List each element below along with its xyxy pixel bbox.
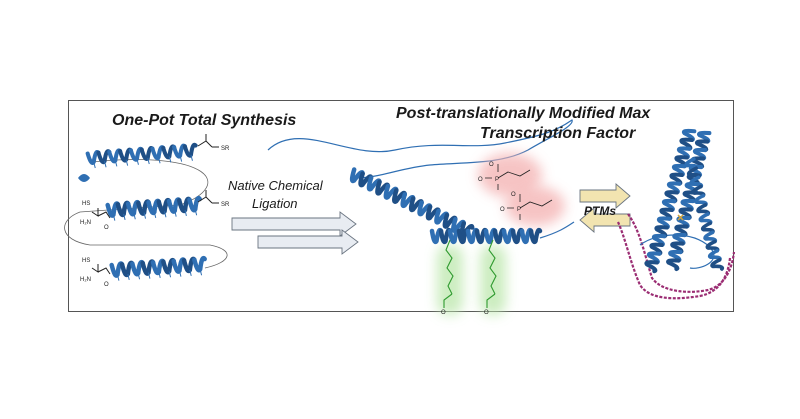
side-chain bbox=[133, 213, 136, 220]
side-chain bbox=[158, 157, 161, 164]
helix-turn bbox=[666, 258, 681, 272]
helix-turn bbox=[182, 142, 198, 158]
phos-o-1a: O bbox=[489, 162, 494, 168]
thioester-group: SR SR bbox=[197, 134, 230, 208]
dna-strand-2 bbox=[627, 213, 736, 293]
side-chain bbox=[114, 160, 118, 167]
coiled-coil-helix-c bbox=[684, 157, 725, 271]
thiol-label-2: HS bbox=[82, 258, 90, 264]
ligation-label-line2: Ligation bbox=[252, 196, 298, 211]
title-one-pot-synthesis: One-Pot Total Synthesis bbox=[112, 112, 297, 129]
thiol-label-1: HS bbox=[82, 201, 90, 207]
side-chain bbox=[136, 158, 139, 165]
side-chain bbox=[125, 159, 129, 166]
side-chain bbox=[137, 273, 141, 280]
disordered-tail bbox=[267, 119, 573, 179]
long-helix bbox=[349, 167, 475, 238]
dna-binding-loop bbox=[539, 221, 575, 239]
linker-loop bbox=[64, 159, 228, 269]
phos-o-2a: O bbox=[511, 192, 516, 198]
side-chain bbox=[112, 214, 116, 221]
acetyl-o-1: O bbox=[441, 310, 446, 316]
title-modified-max-line2: Transcription Factor bbox=[480, 125, 636, 142]
side-chain bbox=[153, 211, 157, 219]
helix-turn bbox=[192, 255, 207, 273]
phospho-serine-2: P O O bbox=[500, 192, 553, 220]
side-chain bbox=[174, 210, 177, 217]
side-chain bbox=[190, 154, 193, 161]
short-helix bbox=[429, 227, 543, 245]
phosphate-glow-1 bbox=[478, 153, 542, 197]
peptide-helix-2 bbox=[105, 195, 202, 221]
ptms-arrow-back bbox=[579, 207, 631, 233]
side-chain bbox=[164, 211, 167, 218]
coiled-coil-helix-b bbox=[666, 130, 712, 272]
ptms-label: PTMs bbox=[584, 204, 617, 218]
phospho-serine-1: P O O bbox=[478, 162, 531, 190]
side-chain bbox=[194, 209, 198, 216]
acetyl-glow-2 bbox=[480, 245, 506, 315]
phosphate-label-1: P bbox=[495, 177, 499, 183]
helix-turn bbox=[644, 260, 659, 274]
side-chain bbox=[168, 271, 172, 278]
carbonyl-label-1: O bbox=[104, 225, 109, 231]
phos-o-2b: O bbox=[500, 207, 505, 213]
peptide-helix-3 bbox=[109, 255, 207, 281]
ptms-arrows bbox=[579, 183, 631, 233]
phosphate-label-2: P bbox=[517, 207, 521, 213]
side-chain bbox=[117, 274, 120, 281]
acetyl-o-2: O bbox=[484, 310, 489, 316]
phos-o-1b: O bbox=[478, 177, 483, 183]
cysteine-group: HS H₂N O HS H₂N O bbox=[80, 201, 111, 288]
helix-turn bbox=[710, 258, 725, 271]
side-chain bbox=[179, 155, 183, 162]
peptide-segments: SR SR HS H₂N O HS H₂N O bbox=[64, 134, 230, 288]
ligation-label-line1: Native Chemical bbox=[228, 178, 323, 193]
side-chain bbox=[123, 213, 126, 221]
dna-strand-1 bbox=[616, 221, 732, 300]
helix-turn bbox=[187, 195, 202, 213]
ptms-arrow-forward bbox=[579, 183, 631, 209]
side-chain bbox=[148, 272, 151, 279]
thioester-label-2: SR bbox=[221, 202, 230, 208]
side-chain bbox=[143, 212, 147, 219]
side-chain bbox=[158, 271, 161, 279]
side-chain bbox=[127, 273, 130, 281]
carbonyl-label-2: O bbox=[104, 282, 109, 288]
side-chain bbox=[104, 161, 107, 168]
helix-turn bbox=[528, 227, 543, 245]
side-chain bbox=[93, 161, 96, 169]
peptide-helix-1 bbox=[85, 142, 198, 169]
bead-1 bbox=[78, 174, 90, 182]
title-modified-max-line1: Post-translationally Modified Max bbox=[396, 105, 651, 122]
side-chain bbox=[168, 156, 172, 163]
ligation-arrow-top bbox=[231, 211, 357, 237]
modified-max-protein: P O O P O O O O bbox=[267, 119, 575, 316]
side-chain bbox=[199, 269, 203, 276]
ligation-arrows bbox=[231, 211, 359, 255]
amine-label-2: H₂N bbox=[80, 277, 91, 283]
dimer-marker bbox=[677, 214, 684, 221]
ligation-arrow-bottom bbox=[257, 229, 359, 255]
acetyl-lysine-1: O bbox=[441, 239, 454, 316]
max-dna-complex bbox=[616, 128, 736, 300]
amine-label-1: H₂N bbox=[80, 220, 91, 226]
side-chain bbox=[179, 270, 182, 277]
acetyl-glow-1 bbox=[437, 245, 463, 315]
acetyl-lysine-2: O bbox=[484, 239, 497, 316]
side-chain bbox=[184, 209, 187, 217]
side-chain bbox=[189, 269, 192, 277]
thioester-label-1: SR bbox=[221, 146, 230, 152]
side-chain bbox=[147, 157, 150, 165]
